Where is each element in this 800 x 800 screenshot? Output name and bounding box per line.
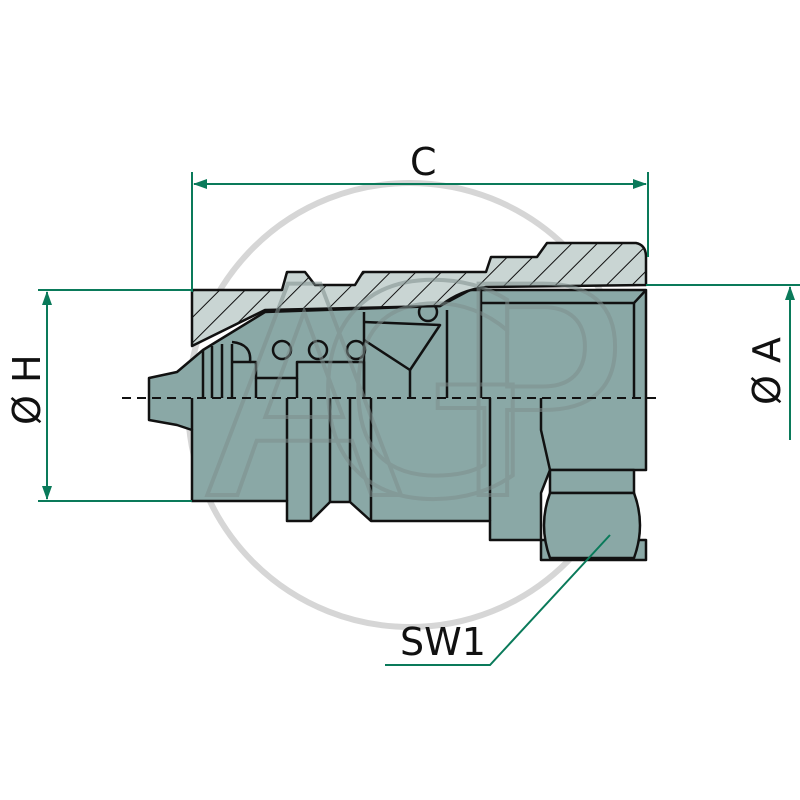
coupling-body [147,241,648,562]
dimension-lines [38,172,800,666]
dimension-c-label: C [410,140,437,184]
dimension-h-label: Ø H [5,354,49,425]
wrench-size-label: SW1 [400,620,486,664]
watermark: AGP [203,225,627,566]
watermark-text: AGP [205,227,625,564]
dimension-a-label: Ø A [745,337,789,405]
